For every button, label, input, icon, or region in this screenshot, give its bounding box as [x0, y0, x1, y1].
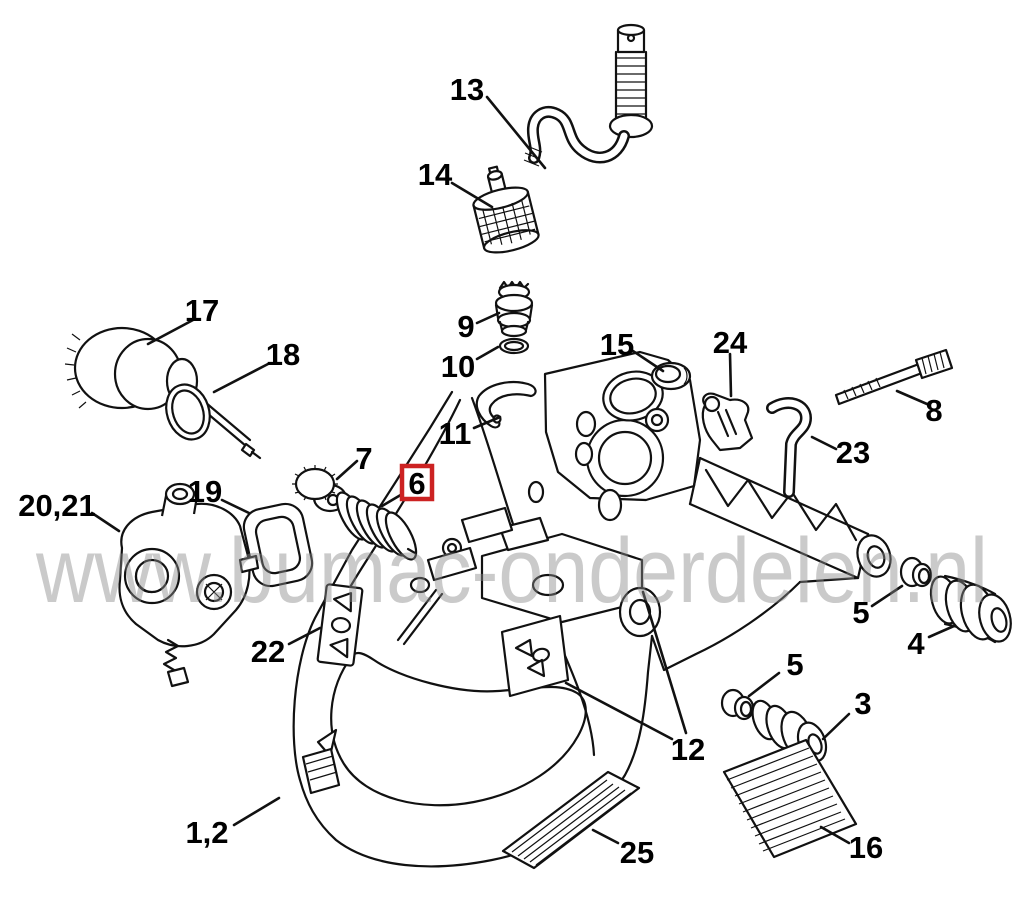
part-25-ribbed-strip: [501, 770, 641, 870]
part-18-ring: [165, 383, 211, 441]
highlight-box: [399, 463, 435, 502]
callout-19[interactable]: 19: [188, 474, 222, 509]
leader-14: [450, 181, 494, 209]
callout-10[interactable]: 10: [441, 349, 475, 384]
callout-18[interactable]: 18: [266, 337, 300, 372]
callout-6-highlighted[interactable]: 6: [399, 463, 435, 502]
leader-16: [819, 825, 851, 845]
part-6-spring: [335, 491, 418, 561]
leader-18: [212, 362, 270, 394]
callout-23[interactable]: 23: [836, 435, 870, 470]
callout-12[interactable]: 12: [671, 732, 705, 767]
part-19-gasket: [242, 502, 314, 588]
part-5-bushing-lower: [720, 688, 755, 721]
leader-4: [927, 624, 956, 639]
part-8-screw: [834, 348, 954, 406]
callout-3[interactable]: 3: [854, 686, 871, 721]
callout-8[interactable]: 8: [925, 393, 942, 428]
part-22-warning-label: [316, 583, 364, 667]
callout-9[interactable]: 9: [457, 309, 474, 344]
leader-19: [220, 498, 251, 515]
callout-20-21[interactable]: 20,21: [18, 488, 96, 523]
part-5-bushing-upper: [899, 556, 933, 588]
leader-1-2: [232, 796, 281, 827]
part-10-o-ring: [498, 337, 530, 355]
leader-12a: [564, 681, 674, 741]
leader-5-lower: [747, 671, 781, 698]
part-23-tube: [766, 397, 813, 498]
callout-labels: 13 14 17 18 9 10 11 15 24 8 23 7 19 20,2…: [18, 72, 942, 870]
part-24-trigger-interlock: [701, 392, 754, 452]
leader-17: [146, 318, 195, 346]
callout-22[interactable]: 22: [251, 634, 285, 669]
part-16-ribbed-pad: [722, 738, 858, 859]
leader-20-21: [90, 511, 121, 533]
leader-11: [472, 415, 502, 430]
callout-13[interactable]: 13: [450, 72, 484, 107]
leader-22: [287, 626, 322, 646]
callout-1-2[interactable]: 1,2: [185, 815, 228, 850]
callout-24[interactable]: 24: [713, 325, 748, 360]
leader-7: [335, 459, 359, 481]
callout-14[interactable]: 14: [418, 157, 453, 192]
callout-16[interactable]: 16: [849, 830, 883, 865]
callout-11[interactable]: 11: [439, 416, 472, 451]
leader-12b: [641, 590, 688, 735]
callout-25[interactable]: 25: [620, 835, 654, 870]
leader-9: [475, 311, 501, 325]
leader-15: [631, 349, 665, 373]
part-11-bracket: [475, 380, 537, 429]
part-4-annular-buffer: [929, 574, 1012, 644]
leader-lines: [90, 95, 956, 845]
callout-15[interactable]: 15: [600, 327, 634, 362]
callout-6[interactable]: 6: [408, 466, 425, 501]
leader-25: [591, 828, 620, 845]
leader-23: [810, 435, 838, 451]
part-9-plug: [494, 280, 534, 338]
leader-10: [475, 345, 500, 361]
callout-7[interactable]: 7: [355, 441, 372, 476]
part-14-fuel-filter: [472, 165, 540, 254]
watermark-text: www.bumac-onderdelen.nl: [35, 520, 988, 622]
leader-13: [485, 95, 547, 170]
callout-4[interactable]: 4: [907, 626, 925, 661]
callout-5-lower[interactable]: 5: [786, 647, 803, 682]
part-17-adjuster-assembly: [64, 326, 262, 460]
leader-3: [821, 712, 851, 741]
callout-5-upper[interactable]: 5: [852, 595, 869, 630]
leader-24: [728, 352, 733, 398]
part-20-21-carburetor: [118, 482, 260, 688]
callout-17[interactable]: 17: [185, 293, 219, 328]
part-13-fuel-hose: [523, 23, 654, 167]
leader-8: [895, 389, 929, 406]
part-tank-handle-housing: [292, 350, 892, 868]
leader-5-upper: [870, 584, 904, 608]
